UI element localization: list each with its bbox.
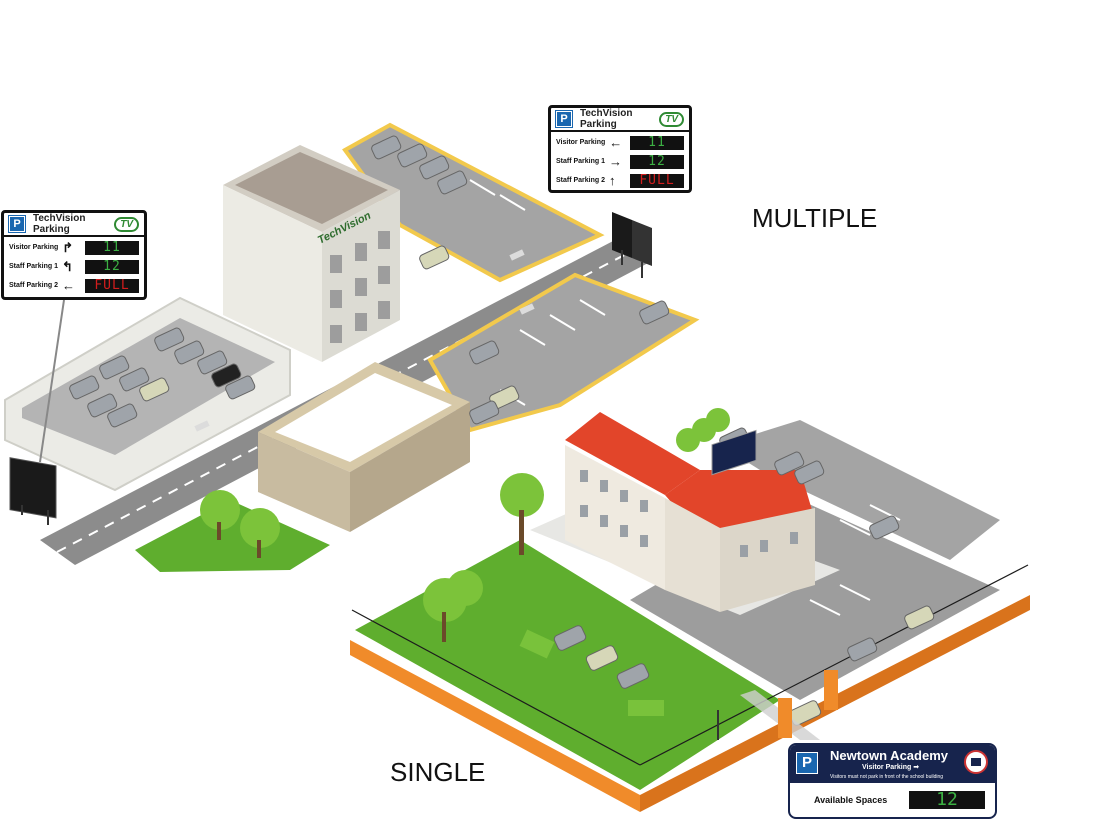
sign-header: P TechVision Parking TV xyxy=(4,213,144,237)
parking-p-icon: P xyxy=(8,215,26,233)
sign-row-label: Staff Parking 2 xyxy=(556,177,606,184)
black-totem-sign xyxy=(612,212,632,258)
led-full: FULL xyxy=(85,278,139,293)
academy-sign-body: Available Spaces 12 xyxy=(790,783,995,817)
school-wall xyxy=(350,640,640,812)
led-count: 11 xyxy=(630,135,684,150)
sign-row-visitor: Visitor Parking ↱ 11 xyxy=(4,239,144,256)
sign-row-label: Staff Parking 1 xyxy=(556,158,606,165)
caption-multiple: MULTIPLE xyxy=(752,203,878,233)
techvision-sign-left: P TechVision Parking TV Visitor Parking … xyxy=(1,210,147,300)
visitor-parking-label: Visitor Parking ➡ xyxy=(862,764,920,771)
available-spaces-count: 12 xyxy=(909,791,985,809)
parking-p-icon: P xyxy=(555,110,573,128)
arrow-icon: ↰ xyxy=(62,259,73,274)
low-building-front xyxy=(258,432,350,532)
led-count: 12 xyxy=(630,154,684,169)
sign-row-label: Staff Parking 1 xyxy=(9,263,59,270)
available-spaces-label: Available Spaces xyxy=(814,795,888,805)
sign-brand: TechVision Parking xyxy=(33,213,86,235)
sign-row-staff-2: Staff Parking 2 ← FULL xyxy=(4,277,144,294)
led-count: 12 xyxy=(85,259,139,274)
tv-logo-icon: TV xyxy=(659,111,684,127)
academy-sign: P Newtown Academy Visitor Parking ➡ Visi… xyxy=(788,743,997,819)
led-full: FULL xyxy=(630,173,684,188)
led-count: 11 xyxy=(85,240,139,255)
grass-patch-west xyxy=(135,500,330,572)
tv-logo-icon: TV xyxy=(114,216,139,232)
left-sign-pointer xyxy=(39,299,65,463)
academy-sign-header: P Newtown Academy Visitor Parking ➡ Visi… xyxy=(790,745,995,783)
school-crest-icon xyxy=(964,750,988,774)
arrow-icon: ↑ xyxy=(609,173,616,188)
arrow-icon: ← xyxy=(609,135,623,150)
school-roof xyxy=(565,412,700,495)
arrow-icon: ↱ xyxy=(62,240,74,255)
sign-row-label: Visitor Parking xyxy=(556,139,606,146)
caption-single: SINGLE xyxy=(390,757,486,787)
sign-row-label: Visitor Parking xyxy=(9,244,59,251)
techvision-sign-right: P TechVision Parking TV Visitor Parking … xyxy=(548,105,692,193)
sign-row-staff-1: Staff Parking 1 → 12 xyxy=(551,153,689,170)
parked-cars xyxy=(69,135,935,726)
parking-p-icon: P xyxy=(796,752,818,774)
arrow-icon: → xyxy=(609,154,623,169)
sign-row-staff-1: Staff Parking 1 ↰ 12 xyxy=(4,258,144,275)
small-sign-left xyxy=(9,457,57,519)
sign-row-visitor: Visitor Parking ← 11 xyxy=(551,134,689,151)
office-tower-front xyxy=(223,185,322,362)
sign-header: P TechVision Parking TV xyxy=(551,108,689,132)
sign-row-label: Staff Parking 2 xyxy=(9,282,59,289)
school-front xyxy=(565,445,665,590)
sign-brand: TechVision Parking xyxy=(580,108,633,130)
arrow-icon: ← xyxy=(62,278,76,293)
parking-warning: Visitors must not park in front of the s… xyxy=(830,774,944,780)
sign-row-staff-2: Staff Parking 2 ↑ FULL xyxy=(551,172,689,189)
small-sign-school xyxy=(711,429,757,476)
academy-name: Newtown Academy xyxy=(830,748,948,763)
